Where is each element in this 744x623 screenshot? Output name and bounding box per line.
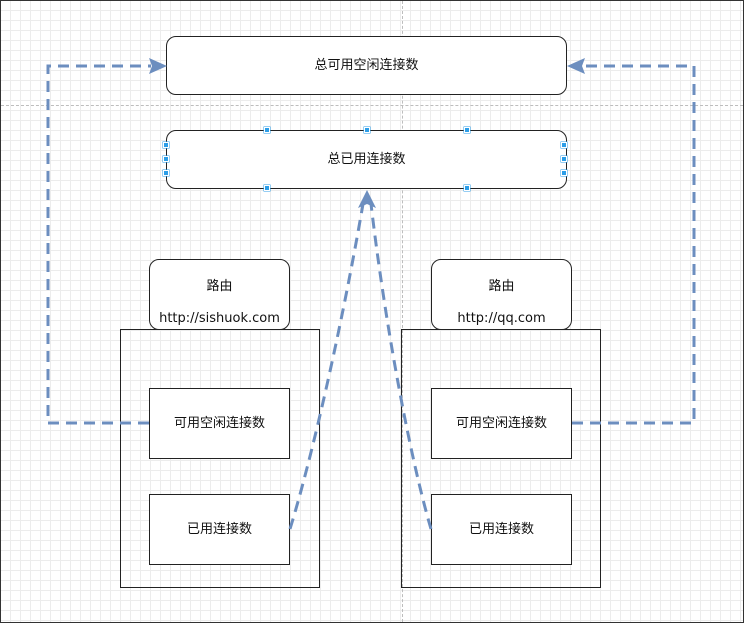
arrowhead-total-used bbox=[358, 190, 376, 208]
selection-handle[interactable] bbox=[364, 127, 370, 133]
free-connections-box-sishuok[interactable]: 可用空闲连接数 bbox=[149, 388, 290, 459]
total-free-connections-label: 总可用空闲连接数 bbox=[314, 57, 419, 73]
free-connections-label: 可用空闲连接数 bbox=[455, 415, 547, 431]
selection-handle[interactable] bbox=[264, 127, 270, 133]
route-header-label: 路由 http://sishuok.com bbox=[159, 263, 280, 327]
total-used-connections-box[interactable]: 总已用连接数 bbox=[163, 127, 567, 191]
free-connections-box-qq[interactable]: 可用空闲连接数 bbox=[431, 388, 572, 459]
selection-handle[interactable] bbox=[464, 185, 470, 191]
total-free-connections-box[interactable]: 总可用空闲连接数 bbox=[166, 36, 567, 95]
used-connections-label: 已用连接数 bbox=[186, 521, 252, 537]
selection-handle[interactable] bbox=[561, 170, 567, 176]
selection-handle[interactable] bbox=[264, 185, 270, 191]
used-connections-label: 已用连接数 bbox=[468, 521, 534, 537]
selection-handle[interactable] bbox=[163, 156, 169, 162]
selection-handle[interactable] bbox=[464, 127, 470, 133]
selection-handle[interactable] bbox=[561, 156, 567, 162]
arrowhead-right-total-free bbox=[567, 58, 585, 74]
total-used-connections-label: 总已用连接数 bbox=[327, 151, 406, 167]
route-header-qq[interactable]: 路由 http://qq.com bbox=[431, 259, 572, 330]
route-title: 路由 bbox=[206, 278, 233, 294]
used-connections-box-qq[interactable]: 已用连接数 bbox=[431, 494, 572, 565]
selection-handle[interactable] bbox=[163, 170, 169, 176]
route-url: http://sishuok.com bbox=[159, 310, 280, 326]
used-connections-box-sishuok[interactable]: 已用连接数 bbox=[149, 494, 290, 565]
guide-line-horizontal bbox=[1, 105, 743, 106]
selection-handle[interactable] bbox=[163, 142, 169, 148]
free-connections-label: 可用空闲连接数 bbox=[173, 415, 265, 431]
route-header-label: 路由 http://qq.com bbox=[457, 263, 545, 327]
arrowhead-left-total-free bbox=[149, 58, 167, 74]
selection-handle[interactable] bbox=[561, 142, 567, 148]
route-header-sishuok[interactable]: 路由 http://sishuok.com bbox=[149, 259, 290, 330]
route-url: http://qq.com bbox=[457, 310, 546, 326]
route-title: 路由 bbox=[488, 278, 515, 294]
